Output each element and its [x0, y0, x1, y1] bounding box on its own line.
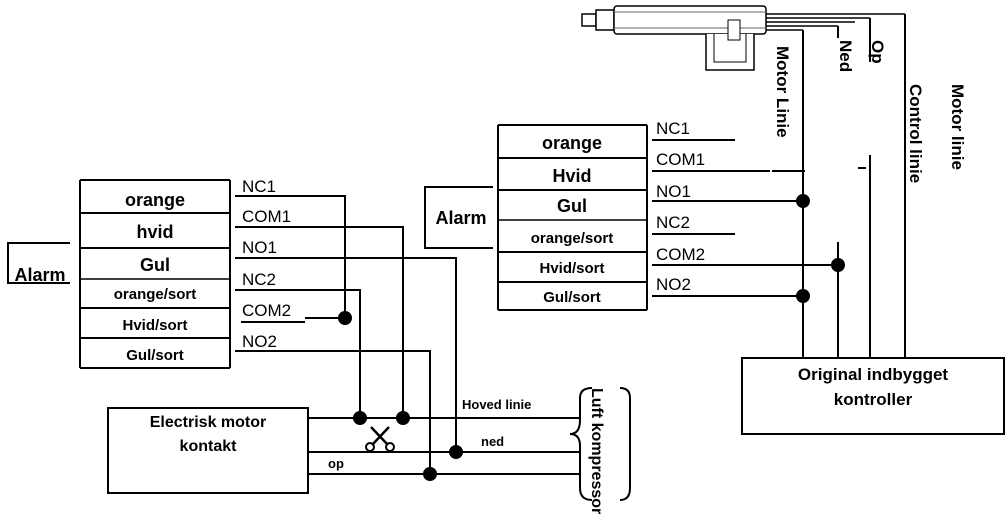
right-pin-com2: COM2	[656, 245, 705, 264]
motor-contact-box	[107, 407, 309, 494]
right-pin-nc1: NC1	[656, 119, 690, 138]
left-pin-no2: NO2	[242, 332, 277, 351]
left-row-hvid: hvid	[136, 222, 173, 242]
left-pin-nc2: NC2	[242, 270, 276, 289]
right-relay: Alarm orange Hvid Gul orange/sort Hvid/s…	[424, 119, 705, 311]
ned-label: ned	[481, 434, 504, 449]
right-row-orange-sort: orange/sort	[531, 230, 614, 247]
controller-box	[741, 357, 1005, 435]
control-linie-label: Control linie	[906, 84, 925, 183]
right-pin-no2: NO2	[656, 275, 691, 294]
motor-contact-line2: kontakt	[180, 438, 238, 455]
left-pin-com2: COM2	[242, 301, 291, 320]
left-alarm-label: Alarm	[14, 265, 65, 285]
junction-dot	[423, 467, 437, 481]
scissors-icon	[365, 426, 395, 452]
op-label-vertical: Op	[868, 40, 887, 64]
controller-wires	[772, 14, 906, 358]
right-row-hvid-sort: Hvid/sort	[539, 260, 604, 277]
motor-contact-line1: Electrisk motor	[150, 414, 266, 431]
controller-line2: kontroller	[834, 390, 913, 409]
left-relay-wires	[235, 195, 457, 474]
motor-linie-label-2: Motor linie	[948, 84, 967, 170]
junction-dot	[449, 445, 463, 459]
right-row-hvid: Hvid	[552, 166, 591, 186]
motor-contact: Electrisk motor kontakt	[107, 407, 309, 494]
left-row-orange: orange	[125, 190, 185, 210]
actuator-icon	[581, 5, 905, 71]
controller-line1: Original indbygget	[798, 365, 949, 384]
junction-dot	[338, 311, 352, 325]
left-pin-no1: NO1	[242, 238, 277, 257]
ned-label-vertical: Ned	[836, 40, 855, 72]
right-row-gul: Gul	[557, 196, 587, 216]
compressor-label: Luft kompressor	[588, 388, 605, 514]
right-row-gul-sort: Gul/sort	[543, 289, 601, 306]
left-row-gul-sort: Gul/sort	[126, 347, 184, 364]
left-row-hvid-sort: Hvid/sort	[122, 317, 187, 334]
left-pin-com1: COM1	[242, 207, 291, 226]
right-row-orange: orange	[542, 133, 602, 153]
right-pin-nc2: NC2	[656, 213, 690, 232]
op-label: op	[328, 456, 344, 471]
compressor-bracket	[569, 387, 593, 501]
hoved-label: Hoved linie	[462, 397, 531, 412]
left-row-orange-sort: orange/sort	[114, 286, 197, 303]
left-row-gul: Gul	[140, 255, 170, 275]
left-relay: Alarm orange hvid Gul orange/sort Hvid/s…	[7, 177, 291, 369]
air-compressor: Luft kompressor	[569, 387, 631, 514]
left-pin-nc1: NC1	[242, 177, 276, 196]
right-alarm-label: Alarm	[435, 208, 486, 228]
vertical-labels: Motor Linie Ned Op Control linie Motor l…	[773, 40, 967, 183]
right-alarm-bracket	[424, 186, 493, 249]
compressor-wires: Hoved linie ned op	[308, 311, 580, 481]
right-pin-no1: NO1	[656, 182, 691, 201]
original-controller: Original indbygget kontroller	[741, 357, 1005, 435]
junction-dot	[353, 411, 367, 425]
junction-dot	[396, 411, 410, 425]
motor-linie-label-1: Motor Linie	[773, 46, 792, 138]
right-pin-com1: COM1	[656, 150, 705, 169]
left-alarm-bracket	[7, 242, 70, 284]
